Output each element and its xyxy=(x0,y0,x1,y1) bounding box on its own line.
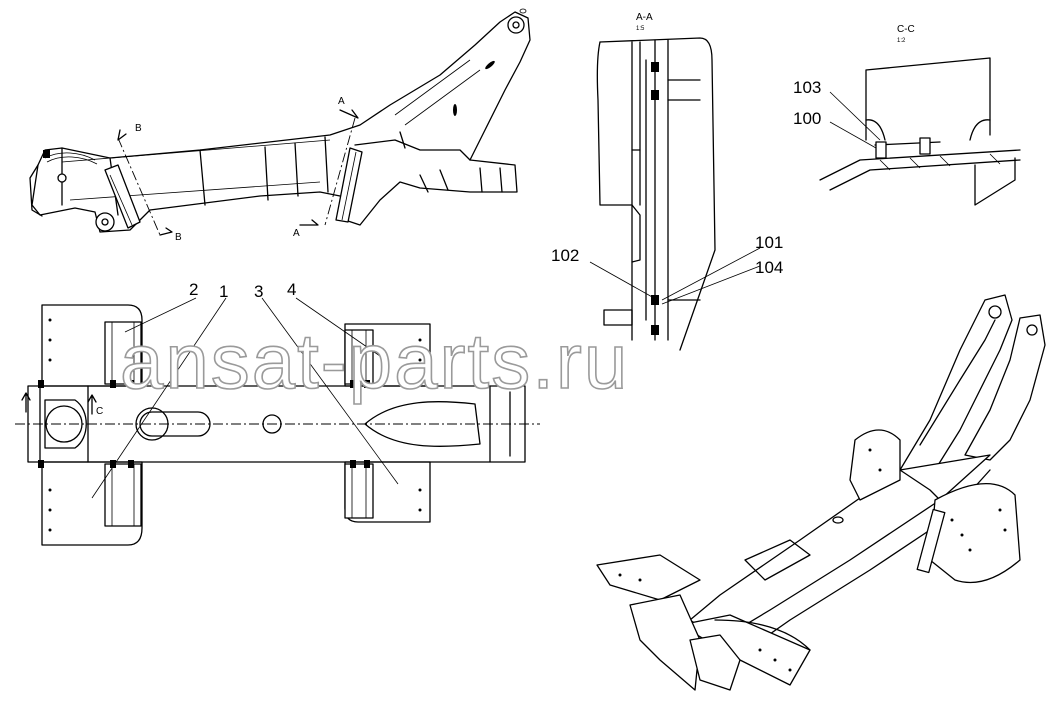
section-aa-title: A-A xyxy=(636,12,653,23)
section-aa-scale: 1:5 xyxy=(636,26,645,32)
callout-3: 3 xyxy=(254,282,263,301)
section-a-a: A-A 1:5 xyxy=(589,12,761,351)
callout-103: 103 xyxy=(793,78,821,97)
watermark: ansat-parts.ru xyxy=(120,317,629,405)
section-mark-a-bottom: A xyxy=(293,228,300,239)
callout-100: 100 xyxy=(793,109,821,128)
isometric-view xyxy=(596,294,1046,691)
side-view: A A B B xyxy=(29,8,531,243)
callout-101: 101 xyxy=(755,233,783,252)
section-mark-c: C xyxy=(96,406,103,417)
section-mark-b-top: B xyxy=(135,123,142,134)
section-mark-a-top: A xyxy=(338,96,345,107)
callout-1: 1 xyxy=(219,282,228,301)
callout-102: 102 xyxy=(551,246,579,265)
callout-4: 4 xyxy=(287,280,296,299)
section-cc-scale: 1:2 xyxy=(897,38,906,44)
section-c-c: C-C 1:2 xyxy=(819,24,1021,206)
callout-2: 2 xyxy=(189,280,198,299)
top-view: C xyxy=(15,297,540,546)
section-mark-b-bottom: B xyxy=(175,232,182,243)
callout-104: 104 xyxy=(755,258,783,277)
section-cc-title: C-C xyxy=(897,24,915,35)
